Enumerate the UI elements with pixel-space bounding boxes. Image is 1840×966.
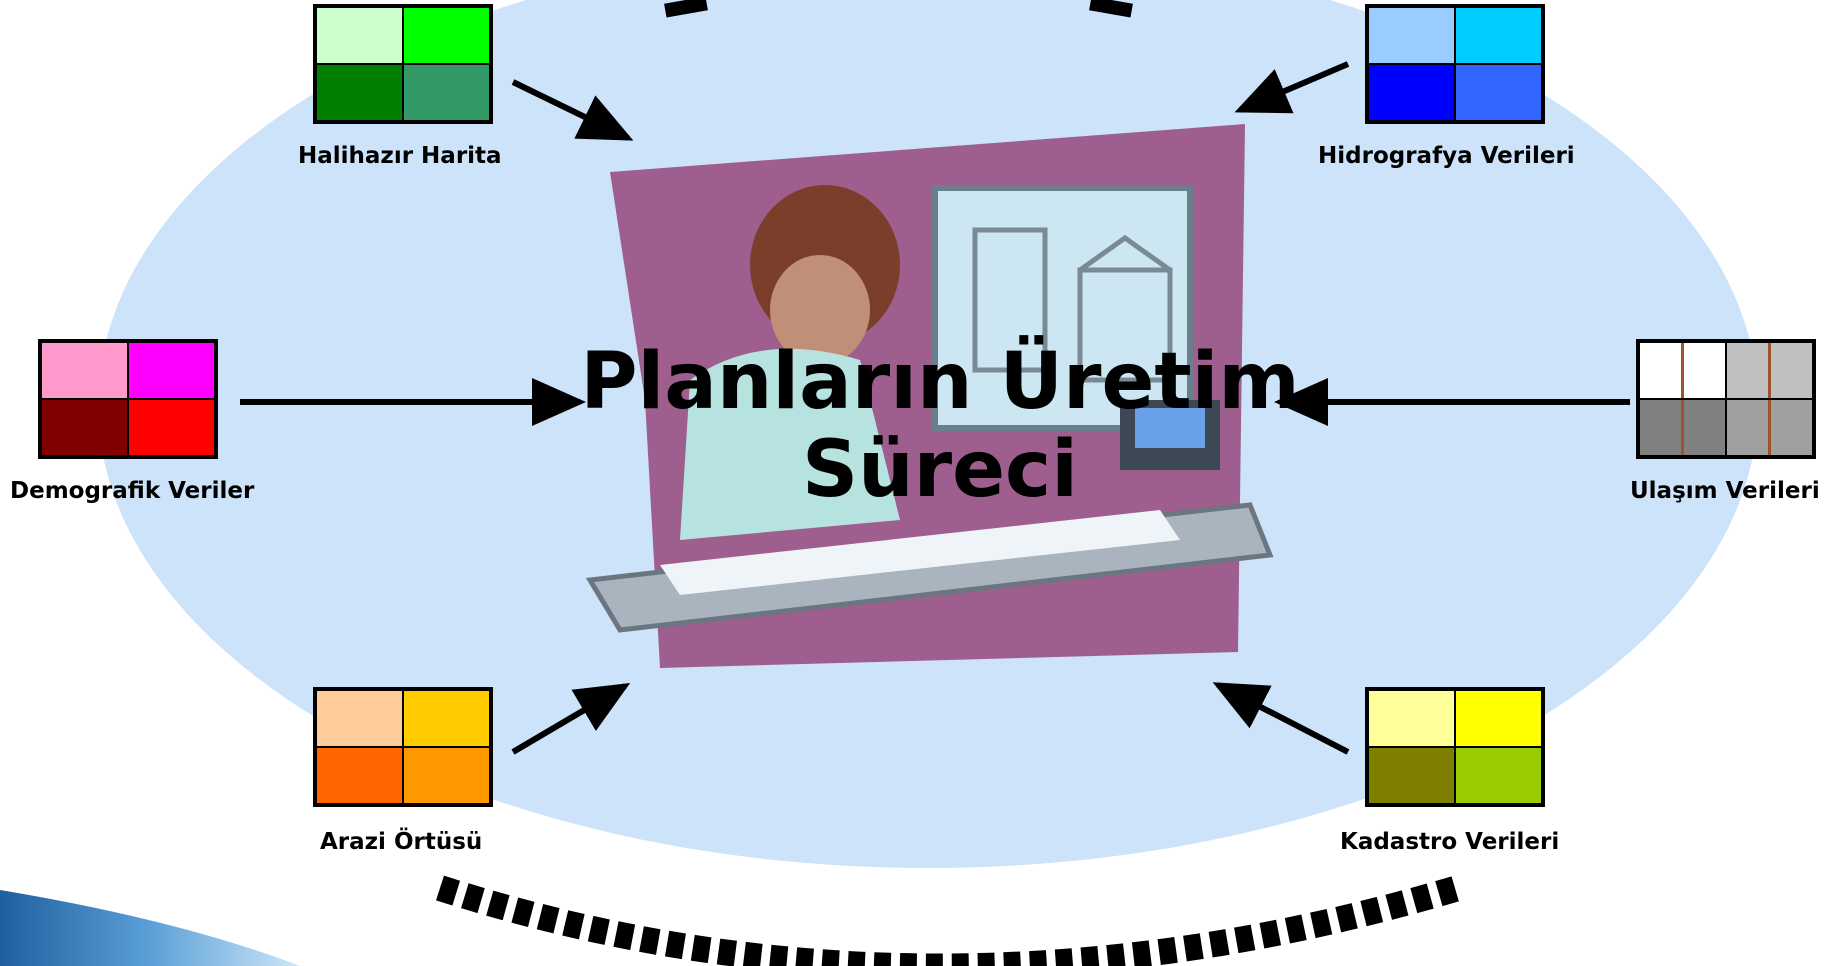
ulasim-cell <box>1639 342 1726 399</box>
demografik-cell <box>128 342 215 399</box>
demografik-cell <box>41 399 128 456</box>
planner-illustration <box>585 124 1274 668</box>
halihazir-cell <box>316 64 403 121</box>
halihazir-cell <box>403 64 490 121</box>
corner-swoosh <box>0 890 300 966</box>
kadastro-cell <box>1455 690 1542 747</box>
kadastro-tile <box>1365 687 1545 807</box>
kadastro-label: Kadastro Verileri <box>1340 829 1560 855</box>
demografik-tile <box>38 339 218 459</box>
arrow-hidrografya <box>1234 61 1350 114</box>
hidrografya-cell <box>1455 7 1542 64</box>
arrow-kadastro <box>1212 682 1350 755</box>
arrow-arazi <box>511 682 631 755</box>
hidrografya-tile <box>1365 4 1545 124</box>
arazi-label: Arazi Örtüsü <box>320 829 483 855</box>
halihazir-label: Halihazır Harita <box>298 143 502 169</box>
demografik-label: Demografik Veriler <box>10 478 255 504</box>
halihazir-tile <box>313 4 493 124</box>
hidrografya-cell <box>1368 64 1455 121</box>
demografik-cell <box>128 399 215 456</box>
halihazir-cell <box>316 7 403 64</box>
arazi-cell <box>403 690 490 747</box>
hidrografya-cell <box>1368 7 1455 64</box>
kadastro-cell <box>1368 690 1455 747</box>
kadastro-cell <box>1455 747 1542 804</box>
arazi-cell <box>316 747 403 804</box>
arazi-tile <box>313 687 493 807</box>
halihazir-cell <box>403 7 490 64</box>
top-cycle-arc <box>664 0 1133 18</box>
hidrografya-label: Hidrografya Verileri <box>1318 143 1575 169</box>
arrow-halihazir <box>511 79 634 141</box>
ulasim-label: Ulaşım Verileri <box>1630 478 1820 504</box>
ulasim-cell <box>1726 399 1813 456</box>
ulasim-cell <box>1639 399 1726 456</box>
kadastro-cell <box>1368 747 1455 804</box>
hidrografya-cell <box>1455 64 1542 121</box>
ulasim-tile <box>1636 339 1816 459</box>
arazi-cell <box>403 747 490 804</box>
bottom-cycle-arc <box>436 875 1462 966</box>
ulasim-cell <box>1726 342 1813 399</box>
demografik-cell <box>41 342 128 399</box>
arazi-cell <box>316 690 403 747</box>
